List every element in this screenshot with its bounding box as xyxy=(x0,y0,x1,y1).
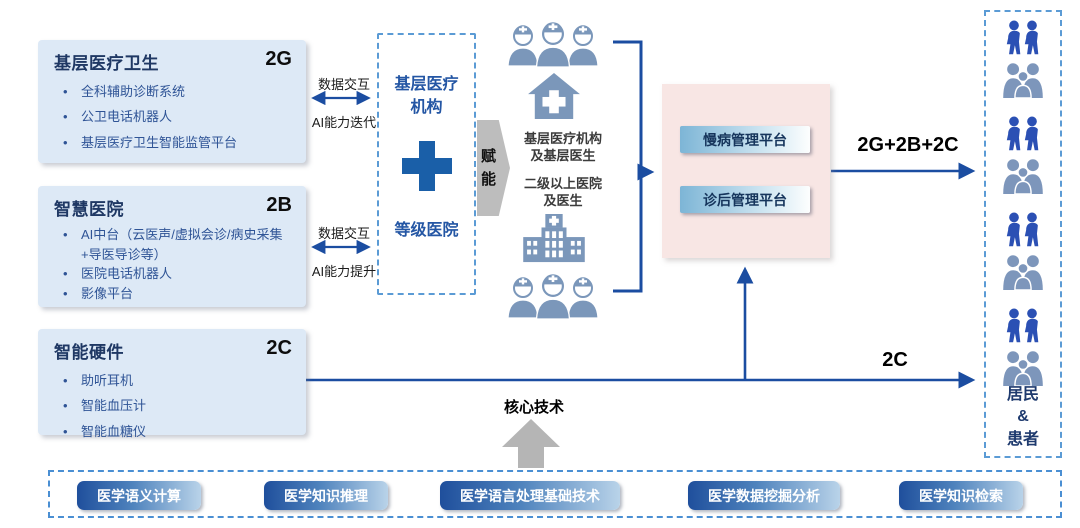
list-item: 助听耳机 xyxy=(54,368,292,394)
primary-care-org-label: 基层医疗 机构 xyxy=(394,76,459,117)
core-tech-bar: 医学语义计算 医学知识推理 医学语言处理基础技术 医学数据挖掘分析 医学知识检索 xyxy=(48,470,1062,518)
semantic-computing-button[interactable]: 医学语义计算 xyxy=(77,481,201,510)
family-group-icon xyxy=(1002,62,1044,98)
clinic-house-icon xyxy=(528,72,580,120)
exchange-labels-2: 数据交互 AI能力提升 xyxy=(304,223,384,280)
list-item: 基层医疗卫生智能监管平台 xyxy=(54,130,292,156)
primary-care-box: 基层医疗卫生 2G 全科辅助诊断系统 公卫电话机器人 基层医疗卫生智能监管平台 xyxy=(38,40,306,163)
smart-hospital-box-items: AI中台（云医声/虚拟会诊/病史采集+导医导诊等） 医院电话机器人 影像平台 xyxy=(54,225,292,303)
smart-hospital-box-tag: 2B xyxy=(266,194,292,216)
family-group-icon xyxy=(1002,350,1044,386)
exchange-top-label: 数据交互 xyxy=(317,226,370,241)
list-item: 影像平台 xyxy=(54,284,292,304)
caregiver-pair-icon xyxy=(1006,212,1039,247)
list-item: AI中台（云医声/虚拟会诊/病史采集+导医导诊等） xyxy=(54,225,292,264)
primary-care-box-title: 基层医疗卫生 xyxy=(54,54,159,73)
hospital-group-label: 二级以上医院 及医生 xyxy=(523,176,602,208)
exchange-bottom-label: AI能力提升 xyxy=(311,264,377,279)
group-bracket xyxy=(613,40,643,293)
exchange-top-label: 数据交互 xyxy=(317,77,370,92)
consumer-flow-label: 2C xyxy=(882,349,908,371)
primary-care-box-header: 基层医疗卫生 2G xyxy=(54,49,292,74)
smart-hospital-box: 智慧医院 2B AI中台（云医声/虚拟会诊/病史采集+导医导诊等） 医院电话机器… xyxy=(38,186,306,307)
list-item: 智能血压计 xyxy=(54,393,292,419)
smart-hospital-box-title: 智慧医院 xyxy=(54,200,124,219)
residents-patients-label: 居民 & 患者 xyxy=(1006,386,1039,448)
knowledge-retrieval-button[interactable]: 医学知识检索 xyxy=(899,481,1023,510)
primary-care-box-items: 全科辅助诊断系统 公卫电话机器人 基层医疗卫生智能监管平台 xyxy=(54,79,292,155)
organizations-box: 基层医疗 机构 等级医院 xyxy=(377,33,476,295)
smart-hardware-box-header: 智能硬件 2C xyxy=(54,338,292,363)
smart-hardware-box-tag: 2C xyxy=(266,337,292,359)
core-tech-label: 核心技术 xyxy=(503,399,564,416)
smart-hardware-box-items: 助听耳机 智能血压计 智能血糖仪 xyxy=(54,368,292,444)
hospital-building-icon xyxy=(523,214,585,263)
smart-hospital-box-header: 智慧医院 2B xyxy=(54,195,292,220)
list-item: 医院电话机器人 xyxy=(54,264,292,284)
data-mining-button[interactable]: 医学数据挖掘分析 xyxy=(688,481,840,510)
exchange-labels-1: 数据交互 AI能力迭代 xyxy=(304,74,384,131)
list-item: 全科辅助诊断系统 xyxy=(54,79,292,105)
family-group-icon xyxy=(1002,254,1044,290)
management-platforms-box: 慢病管理平台 诊后管理平台 xyxy=(662,84,830,258)
knowledge-reasoning-button[interactable]: 医学知识推理 xyxy=(264,481,388,510)
family-group-icon xyxy=(1002,158,1044,194)
chronic-disease-platform-button[interactable]: 慢病管理平台 xyxy=(680,126,810,153)
post-diagnosis-platform-button[interactable]: 诊后管理平台 xyxy=(680,186,810,213)
exchange-bottom-label: AI能力迭代 xyxy=(311,115,377,130)
medical-staff-group-icon xyxy=(505,268,601,320)
caregiver-pair-icon xyxy=(1006,20,1039,55)
caregiver-pair-icon xyxy=(1006,116,1039,151)
plus-icon xyxy=(401,141,452,192)
residents-box: 居民 & 患者 xyxy=(984,10,1062,458)
primary-care-group-label: 基层医疗机构 及基层医生 xyxy=(523,131,602,163)
core-tech-up-arrow xyxy=(502,419,560,468)
medical-staff-group-icon xyxy=(505,16,601,68)
caregiver-pair-icon xyxy=(1006,308,1039,343)
combined-flow-label: 2G+2B+2C xyxy=(857,134,959,156)
list-item: 公卫电话机器人 xyxy=(54,104,292,130)
graded-hospital-label: 等级医院 xyxy=(394,222,459,240)
primary-care-box-tag: 2G xyxy=(265,48,292,70)
smart-hardware-box: 智能硬件 2C 助听耳机 智能血压计 智能血糖仪 xyxy=(38,329,306,444)
smart-hardware-box-title: 智能硬件 xyxy=(54,343,124,362)
nlp-basic-tech-button[interactable]: 医学语言处理基础技术 xyxy=(440,481,620,510)
list-item: 智能血糖仪 xyxy=(54,419,292,445)
